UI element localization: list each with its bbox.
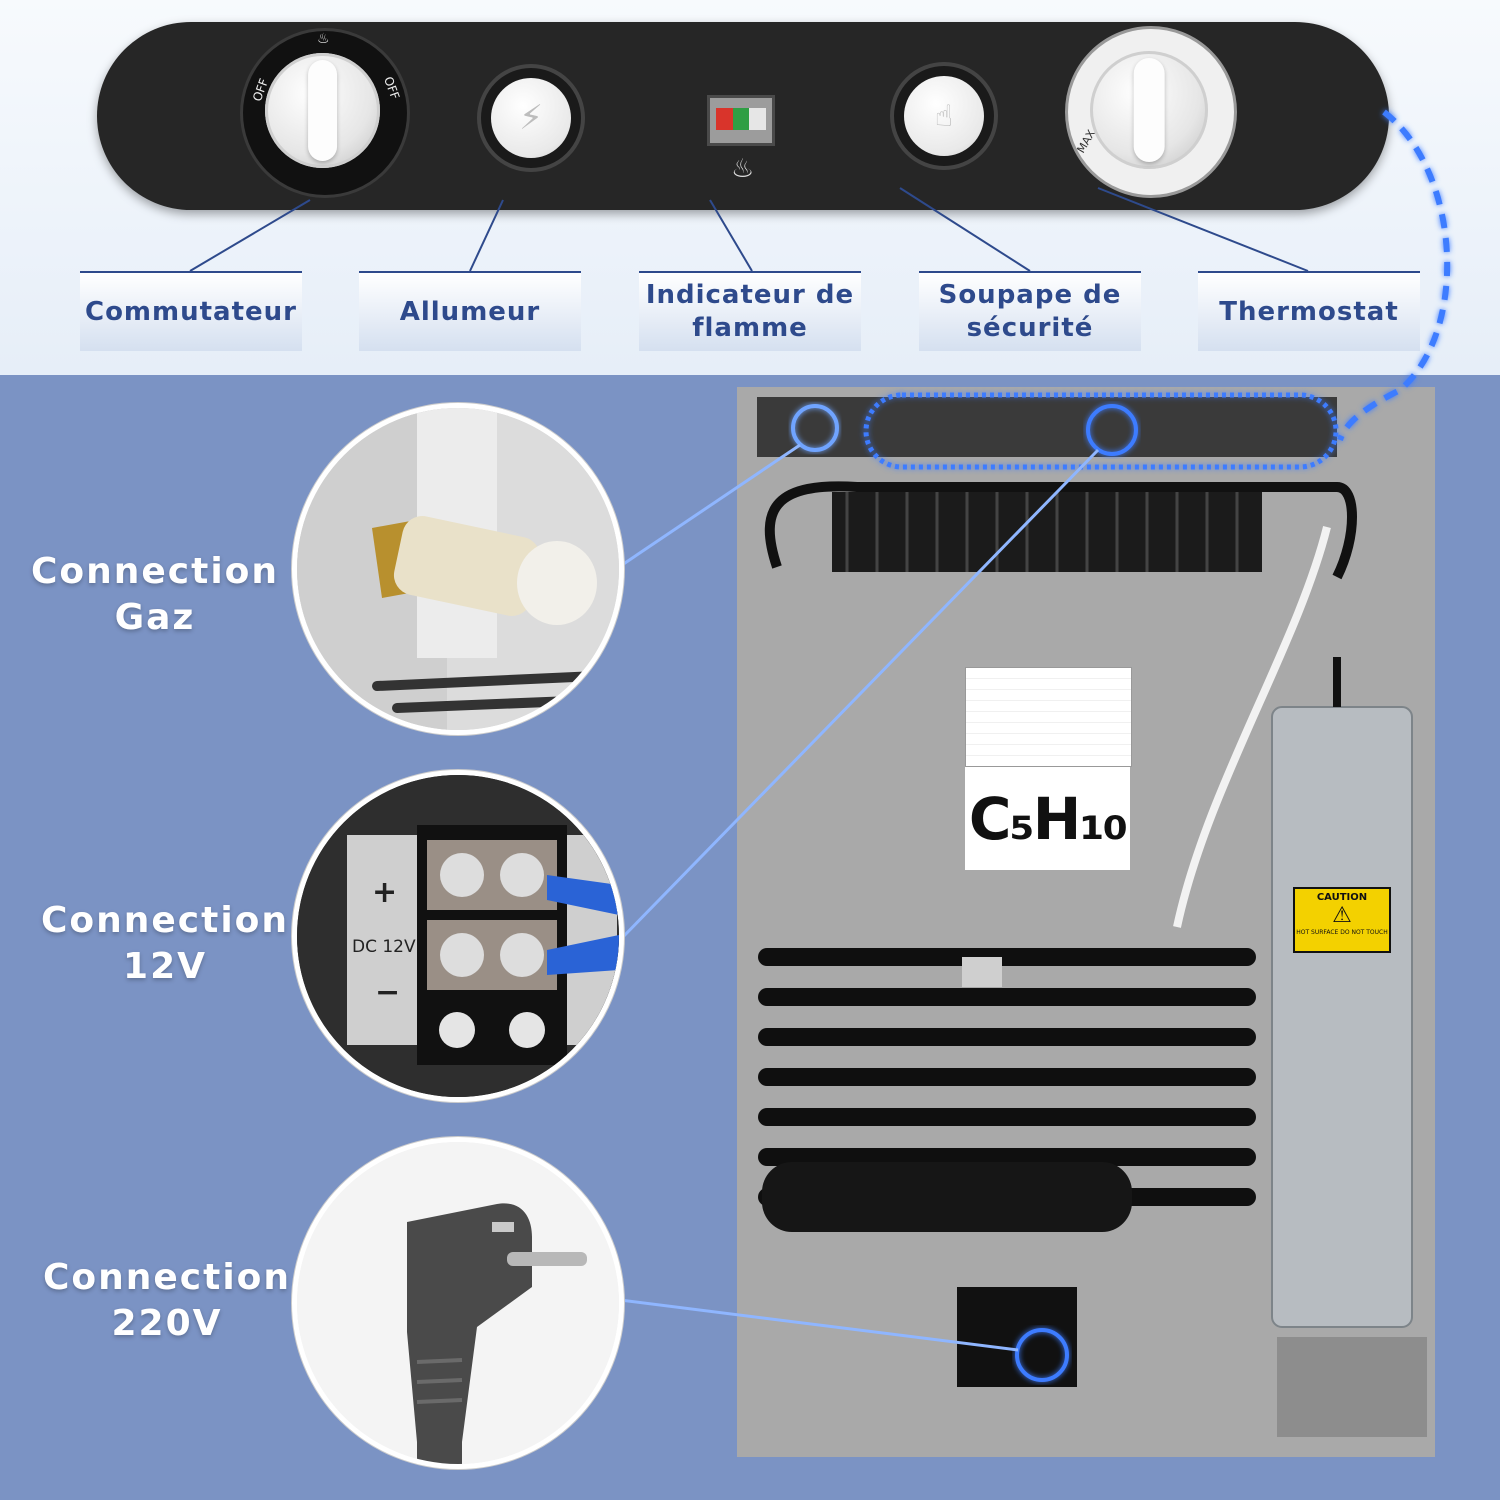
- knob-grip: [1133, 58, 1165, 162]
- label-connection-gaz-line1: Connection: [30, 551, 280, 592]
- label-soupape: Soupape de sécurité: [919, 271, 1141, 351]
- lightning-icon: ⚡: [519, 98, 543, 138]
- refrigerant-label: C₅H₁₀: [965, 767, 1130, 870]
- label-commutateur-text: Commutateur: [84, 296, 297, 327]
- indicator-red: [716, 108, 733, 130]
- minus-sign: −: [375, 975, 401, 1010]
- label-indicateur-line2: flamme: [692, 313, 808, 343]
- finger-press-icon: ☝: [934, 98, 954, 134]
- allumeur-button[interactable]: ⚡: [491, 78, 571, 158]
- thermostat-knob[interactable]: [1090, 51, 1208, 169]
- caution-title: CAUTION: [1316, 892, 1368, 903]
- commutateur-knob[interactable]: [265, 53, 380, 168]
- label-soupape-line2: sécurité: [966, 313, 1094, 343]
- label-soupape-line1: Soupape de: [938, 280, 1122, 310]
- label-indicateur: Indicateur de flamme: [639, 271, 861, 351]
- dc-12v-text: DC 12V: [352, 937, 416, 957]
- terminal-block-icon: [297, 775, 619, 1097]
- knob-grip: [307, 59, 338, 162]
- label-allumeur: Allumeur: [359, 271, 581, 351]
- caution-subtext: HOT SURFACE DO NOT TOUCH: [1296, 929, 1388, 936]
- label-thermostat: Thermostat: [1198, 271, 1420, 351]
- flame-symbol: ♨: [317, 31, 330, 47]
- label-connection-12v-line1: Connection: [40, 900, 290, 941]
- label-allumeur-text: Allumeur: [399, 296, 541, 327]
- indicator-green: [732, 108, 750, 130]
- commutateur-knob-ring: OFF OFF ♨: [240, 28, 410, 198]
- indicator-window: [716, 108, 767, 130]
- indicator-white: [749, 108, 767, 130]
- label-connection-12v: Connection 12V: [30, 898, 300, 990]
- control-panel: OFF OFF ♨ ⚡ ♨ ☝ MAX: [97, 22, 1389, 210]
- spec-sticker: [965, 667, 1132, 767]
- flame-icon: ♨: [731, 154, 755, 184]
- label-connection-gaz: Connection Gaz: [20, 549, 290, 641]
- soupape-button-ring: ☝: [890, 62, 998, 170]
- label-connection-220v: Connection 220V: [32, 1255, 302, 1347]
- label-indicateur-line1: Indicateur de: [645, 280, 855, 310]
- soupape-button[interactable]: ☝: [904, 76, 984, 156]
- caution-sticker: CAUTION ⚠ HOT SURFACE DO NOT TOUCH: [1293, 887, 1391, 953]
- thermostat-knob-ring: MAX: [1065, 26, 1237, 198]
- allumeur-button-ring: ⚡: [477, 64, 585, 172]
- label-connection-220v-line1: Connection: [42, 1257, 292, 1298]
- plug-icon: [297, 1142, 619, 1464]
- 220v-connection-inset: [292, 1137, 624, 1469]
- label-connection-gaz-line2: Gaz: [114, 597, 196, 638]
- warning-icon: ⚠: [1332, 903, 1352, 928]
- 12v-connection-inset: + DC 12V −: [292, 770, 624, 1102]
- label-connection-12v-line2: 12V: [123, 946, 207, 987]
- label-connection-220v-line2: 220V: [111, 1303, 223, 1344]
- label-commutateur: Commutateur: [80, 271, 302, 351]
- flame-indicator: [707, 95, 775, 146]
- gas-connection-inset: [292, 403, 624, 735]
- gas-fitting-icon: [297, 408, 619, 730]
- plus-sign: +: [372, 875, 398, 910]
- label-thermostat-text: Thermostat: [1219, 296, 1399, 327]
